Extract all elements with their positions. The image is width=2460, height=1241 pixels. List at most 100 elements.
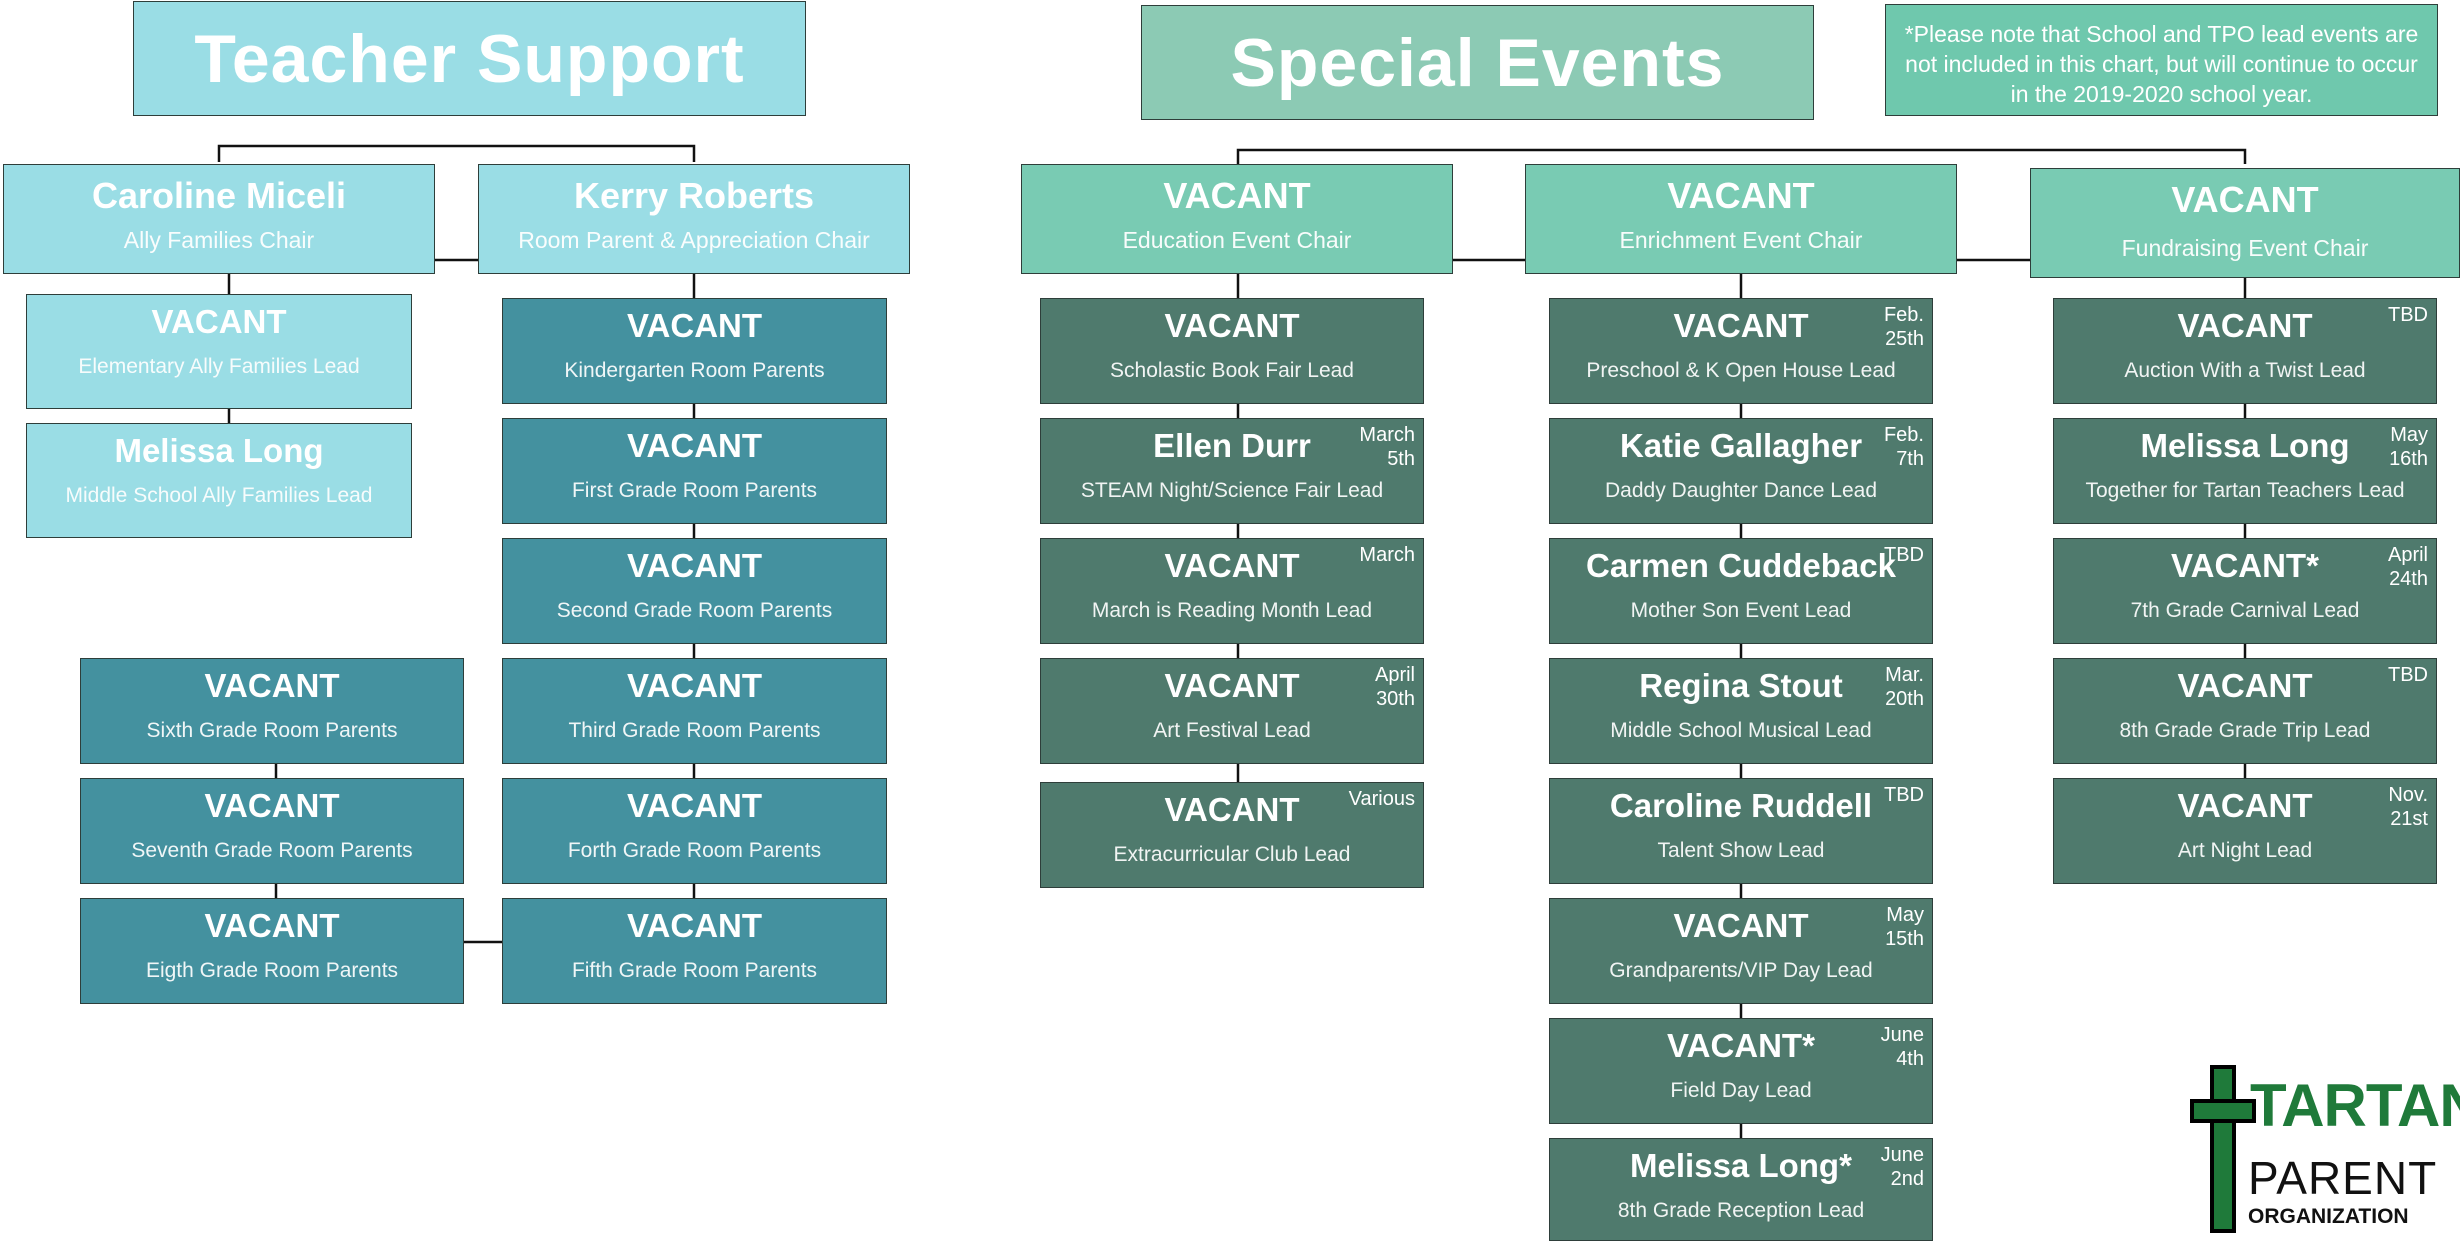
lead-role: Third Grade Room Parents [568, 719, 821, 742]
event-date: March [1359, 544, 1415, 566]
lead-name: Katie Gallagher [1619, 427, 1863, 464]
lead-name: VACANT [626, 547, 763, 584]
lead-name: Caroline Ruddell [1609, 787, 1873, 824]
lead-role: Forth Grade Room Parents [567, 839, 822, 862]
event-lead-box: VACANT Preschool & K Open House Lead Feb… [1549, 298, 1933, 404]
chair-name: VACANT [1667, 175, 1815, 216]
event-lead-box: VACANT Scholastic Book Fair Lead [1040, 298, 1424, 404]
special-events-note: *Please note that School and TPO lead ev… [1885, 4, 2438, 116]
event-date: TBD [2388, 304, 2428, 326]
lead-role: Kindergarten Room Parents [564, 359, 825, 382]
logo-line-2: PARENT [2248, 1152, 2438, 1204]
chair-role: Room Parent & Appreciation Chair [518, 227, 870, 253]
lead-role: Grandparents/VIP Day Lead [1609, 959, 1873, 982]
event-lead-box: VACANT Extracurricular Club Lead Various [1040, 782, 1424, 888]
lead-role: Middle School Ally Families Lead [65, 484, 373, 507]
lead-role: Sixth Grade Room Parents [146, 719, 398, 742]
lead-role: Middle School Musical Lead [1610, 719, 1872, 742]
lead-role: Talent Show Lead [1657, 839, 1825, 862]
event-date: Feb.25th [1883, 304, 1924, 350]
lead-role: Scholastic Book Fair Lead [1110, 359, 1354, 382]
lead-name: VACANT [204, 667, 340, 704]
event-date: TBD [1884, 544, 1924, 566]
event-lead-box: Carmen Cuddeback Mother Son Event Lead T… [1549, 538, 1933, 644]
chair-name: VACANT [2171, 179, 2319, 220]
room-parent-box: VACANT Seventh Grade Room Parents [80, 778, 464, 884]
lead-role: 7th Grade Carnival Lead [2130, 599, 2360, 622]
chair-box-fundraising: VACANT Fundraising Event Chair [2030, 168, 2460, 278]
lead-role: Extracurricular Club Lead [1113, 843, 1351, 866]
lead-name: VACANT [626, 427, 763, 464]
lead-name: VACANT [1673, 307, 1809, 344]
chair-box-ally-families: Caroline Miceli Ally Families Chair [3, 164, 435, 274]
lead-name: VACANT [626, 787, 763, 824]
chair-name: Caroline Miceli [91, 175, 347, 216]
lead-role: Art Night Lead [2177, 839, 2313, 862]
lead-role: First Grade Room Parents [571, 479, 818, 502]
lead-role: Field Day Lead [1670, 1079, 1812, 1102]
teacher-support-header: Teacher Support [133, 1, 806, 116]
room-parent-box: VACANT Eigth Grade Room Parents [80, 898, 464, 1004]
lead-name: VACANT [2177, 667, 2313, 704]
event-lead-box: Katie Gallagher Daddy Daughter Dance Lea… [1549, 418, 1933, 524]
lead-role: Elementary Ally Families Lead [78, 355, 360, 378]
chair-role: Enrichment Event Chair [1619, 227, 1863, 253]
event-date: TBD [2388, 664, 2428, 686]
lead-name: VACANT [1164, 547, 1300, 584]
event-lead-box: VACANT Auction With a Twist Lead TBD [2053, 298, 2437, 404]
event-lead-box: Melissa Long* 8th Grade Reception Lead J… [1549, 1138, 1933, 1241]
lead-role: Daddy Daughter Dance Lead [1604, 479, 1877, 502]
chair-name: VACANT [1163, 175, 1311, 216]
lead-role: Auction With a Twist Lead [2124, 359, 2366, 382]
logo-line-3: ORGANIZATION [2248, 1205, 2409, 1228]
lead-name: VACANT [626, 907, 763, 944]
lead-name: Melissa Long* [1630, 1147, 1852, 1184]
lead-role: 8th Grade Grade Trip Lead [2119, 719, 2371, 742]
logo-line-1: TARTAN [2250, 1072, 2460, 1139]
lead-role: STEAM Night/Science Fair Lead [1080, 479, 1384, 502]
lead-role: March is Reading Month Lead [1091, 599, 1373, 622]
cross-icon [2190, 1065, 2256, 1233]
chair-box-room-parent: Kerry Roberts Room Parent & Appreciation… [478, 164, 910, 274]
lead-name: VACANT [1164, 307, 1300, 344]
event-date: Feb.7th [1883, 424, 1924, 470]
lead-name: Ellen Durr [1153, 427, 1311, 464]
lead-name: Melissa Long [2140, 427, 2350, 464]
lead-role: Seventh Grade Room Parents [131, 839, 413, 862]
chair-role: Fundraising Event Chair [2121, 235, 2369, 261]
room-parent-box: VACANT Kindergarten Room Parents [502, 298, 887, 404]
lead-name: VACANT [151, 303, 287, 340]
chair-name: Kerry Roberts [573, 175, 815, 216]
room-parent-box: VACANT Fifth Grade Room Parents [502, 898, 887, 1004]
tartan-parent-organization-logo: TARTAN PARENT ORGANIZATION [2190, 1065, 2460, 1235]
event-lead-box: Caroline Ruddell Talent Show Lead TBD [1549, 778, 1933, 884]
chair-box-education: VACANT Education Event Chair [1021, 164, 1453, 274]
chair-role: Education Event Chair [1122, 227, 1352, 253]
lead-role: Art Festival Lead [1153, 719, 1311, 742]
lead-name: Carmen Cuddeback [1586, 547, 1896, 584]
lead-name: VACANT [1164, 667, 1300, 704]
lead-box-elementary-ally: VACANT Elementary Ally Families Lead [26, 294, 412, 409]
lead-role: Fifth Grade Room Parents [571, 959, 818, 982]
event-date: TBD [1884, 784, 1924, 806]
lead-name: VACANT [2177, 787, 2313, 824]
room-parent-box: VACANT Third Grade Room Parents [502, 658, 887, 764]
lead-role: Second Grade Room Parents [556, 599, 833, 622]
room-parent-box: VACANT Sixth Grade Room Parents [80, 658, 464, 764]
lead-role: Together for Tartan Teachers Lead [2085, 479, 2405, 502]
lead-name: VACANT [626, 307, 763, 344]
lead-name: VACANT [204, 907, 340, 944]
lead-box-middle-ally: Melissa Long Middle School Ally Families… [26, 423, 412, 538]
event-date: Nov.21st [2388, 784, 2428, 830]
lead-name: Melissa Long [114, 432, 324, 469]
lead-name: VACANT* [2171, 547, 2319, 584]
special-events-header: Special Events [1141, 5, 1814, 120]
